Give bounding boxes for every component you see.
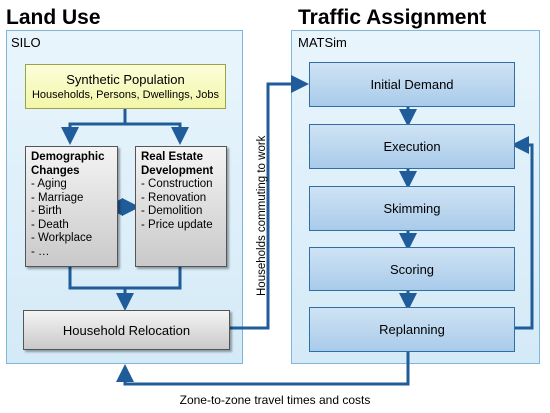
real-estate-development-box: Real Estate Development - Construction -…	[135, 146, 227, 267]
initial-demand-label: Initial Demand	[370, 77, 454, 92]
demographic-changes-box: Demographic Changes - Aging - Marriage -…	[25, 146, 118, 267]
demographic-item: - …	[31, 245, 50, 258]
demographic-item: - Workplace	[31, 232, 93, 244]
synthetic-population-title: Synthetic Population	[66, 71, 185, 87]
demographic-head-2: Changes	[31, 164, 80, 177]
real-estate-head-1: Real Estate	[141, 151, 204, 163]
real-estate-item: - Demolition	[141, 205, 203, 217]
real-estate-head-2: Development	[141, 164, 214, 177]
demographic-head-1: Demographic	[31, 151, 105, 163]
real-estate-item: - Renovation	[141, 191, 207, 204]
real-estate-item: - Price update	[141, 218, 213, 231]
demographic-item: - Birth	[31, 205, 62, 217]
scoring-box: Scoring	[309, 247, 515, 291]
household-relocation-box: Household Relocation	[23, 310, 230, 350]
skimming-label: Skimming	[383, 201, 441, 216]
matsim-label: MATSim	[298, 35, 347, 50]
initial-demand-box: Initial Demand	[309, 62, 515, 107]
synthetic-population-subtitle: Households, Persons, Dwellings, Jobs	[31, 88, 220, 101]
skimming-box: Skimming	[309, 186, 515, 231]
silo-label: SILO	[11, 35, 41, 50]
real-estate-item: - Construction	[141, 178, 213, 190]
execution-label: Execution	[383, 139, 441, 154]
zone-to-zone-label: Zone-to-zone travel times and costs	[179, 393, 371, 407]
demographic-item: - Death	[31, 218, 69, 231]
demographic-item: - Aging	[31, 178, 67, 190]
replanning-label: Replanning	[379, 322, 445, 337]
demographic-item: - Marriage	[31, 191, 84, 204]
households-commuting-label: Households commuting to work	[256, 135, 268, 296]
household-relocation-label: Household Relocation	[62, 322, 191, 338]
execution-box: Execution	[309, 124, 515, 169]
traffic-assignment-title: Traffic Assignment	[298, 6, 487, 29]
replanning-box: Replanning	[309, 307, 515, 352]
scoring-label: Scoring	[389, 261, 435, 277]
synthetic-population-box: Synthetic Population Households, Persons…	[25, 64, 226, 109]
land-use-title: Land Use	[6, 6, 101, 29]
